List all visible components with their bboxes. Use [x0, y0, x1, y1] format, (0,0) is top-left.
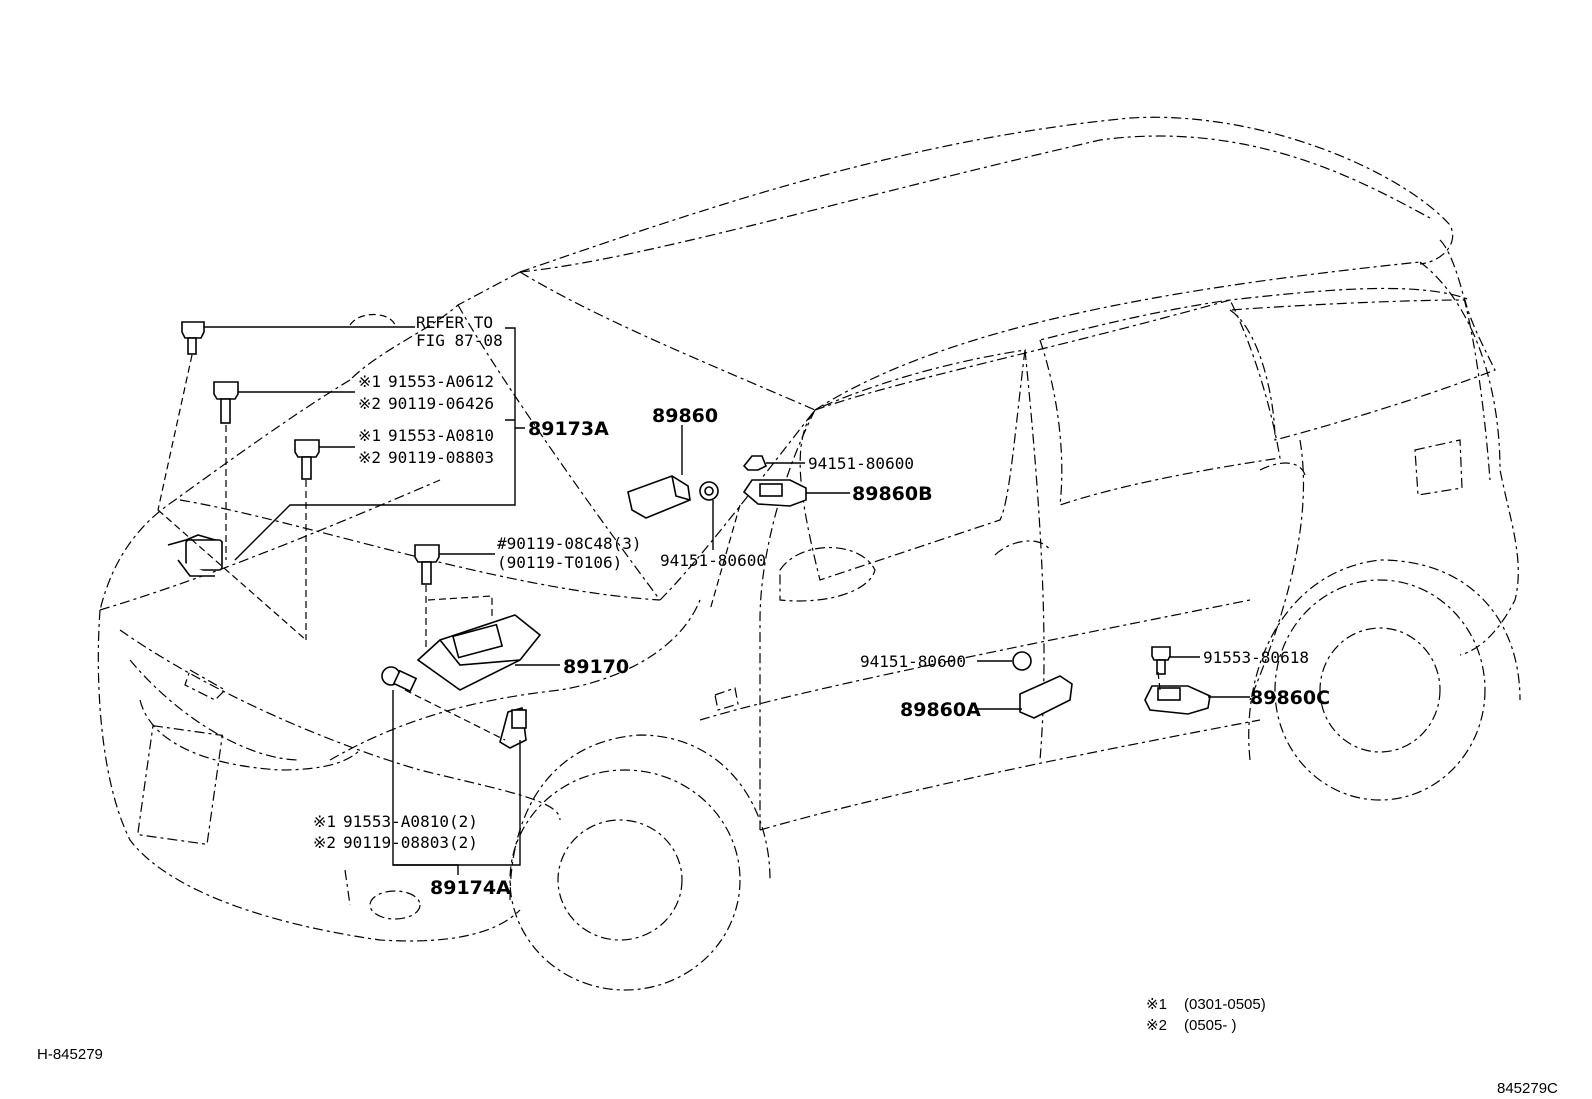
part-89170-label: 89170	[563, 656, 629, 678]
legend-row2-text: (0505- )	[1184, 1017, 1237, 1034]
labels: REFER TO FIG 87-08 ※1 91553-A0612 ※2 901…	[313, 313, 1330, 899]
legend-row1-mark: ※1	[1146, 996, 1167, 1013]
refer-label-line1: REFER TO	[416, 313, 493, 332]
bolt2-opt2-partno: 90119-08803	[388, 448, 494, 467]
side-sensor-89860a-icon	[1019, 675, 1073, 719]
part-89174a-label: 89174A	[430, 877, 511, 899]
legend: ※1 (0301-0505) ※2 (0505- )	[1146, 996, 1266, 1034]
parts	[167, 321, 1211, 749]
bolt2-opt2-mark: ※2	[358, 448, 381, 467]
leader-lines	[157, 313, 1250, 875]
ecu-bolt-partno-1: #90119-08C48(3)	[497, 534, 642, 553]
bolt2-opt1-mark: ※1	[358, 426, 381, 445]
nut-top-icon	[742, 455, 768, 471]
bolt1-opt2-partno: 90119-06426	[388, 394, 494, 413]
bolt3-opt1-partno: 91553-A0810(2)	[343, 812, 478, 831]
part-89860c-label: 89860C	[1250, 687, 1330, 709]
vehicle-outline	[97, 116, 1521, 991]
bolt-89173a-lower-icon	[294, 439, 320, 480]
legend-row1-text: (0301-0505)	[1184, 996, 1266, 1013]
side-sensor-89860b-icon	[742, 479, 807, 507]
nut-mid-icon	[699, 481, 719, 501]
legend-row2-mark: ※2	[1146, 1017, 1167, 1034]
front-airbag-sensor-icon	[167, 534, 223, 577]
airbag-ecu-icon	[416, 614, 542, 691]
illustration-code-right: 845279C	[1497, 1080, 1558, 1097]
rear-bolt-partno: 91553-80618	[1203, 648, 1309, 667]
refer-label-line2: FIG 87-08	[416, 331, 503, 350]
bolt1-opt1-partno: 91553-A0612	[388, 372, 494, 391]
side-sensor-89860-icon	[627, 475, 691, 519]
nut-mid-partno: 94151-80600	[660, 551, 766, 570]
bolt-rear-icon	[1151, 646, 1171, 675]
side-sensor-89860c-icon	[1144, 685, 1211, 715]
part-89860a-label: 89860A	[900, 699, 981, 721]
bolt3-opt2-mark: ※2	[313, 833, 336, 852]
part-89860-label: 89860	[652, 405, 718, 427]
bolt3-opt1-mark: ※1	[313, 812, 336, 831]
nut-top-partno: 94151-80600	[808, 454, 914, 473]
nut-lower-icon	[1012, 651, 1032, 671]
bolt-ecu-icon	[414, 544, 440, 585]
bolt1-opt1-mark: ※1	[358, 372, 381, 391]
bolt3-opt2-partno: 90119-08803(2)	[343, 833, 478, 852]
bolt-89174a-icon	[381, 666, 418, 693]
front-sensor-89174a-icon	[499, 706, 527, 749]
part-89860b-label: 89860B	[852, 483, 933, 505]
bolt2-opt1-partno: 91553-A0810	[388, 426, 494, 445]
bolt-89173a-upper-icon	[213, 381, 239, 424]
illustration-code-left: H-845279	[37, 1046, 103, 1063]
bolt-refer-icon	[181, 321, 205, 355]
part-89173a-label: 89173A	[528, 418, 609, 440]
bolt1-opt2-mark: ※2	[358, 394, 381, 413]
ecu-bolt-partno-2: (90119-T0106)	[497, 553, 622, 572]
nut-lower-partno: 94151-80600	[860, 652, 966, 671]
